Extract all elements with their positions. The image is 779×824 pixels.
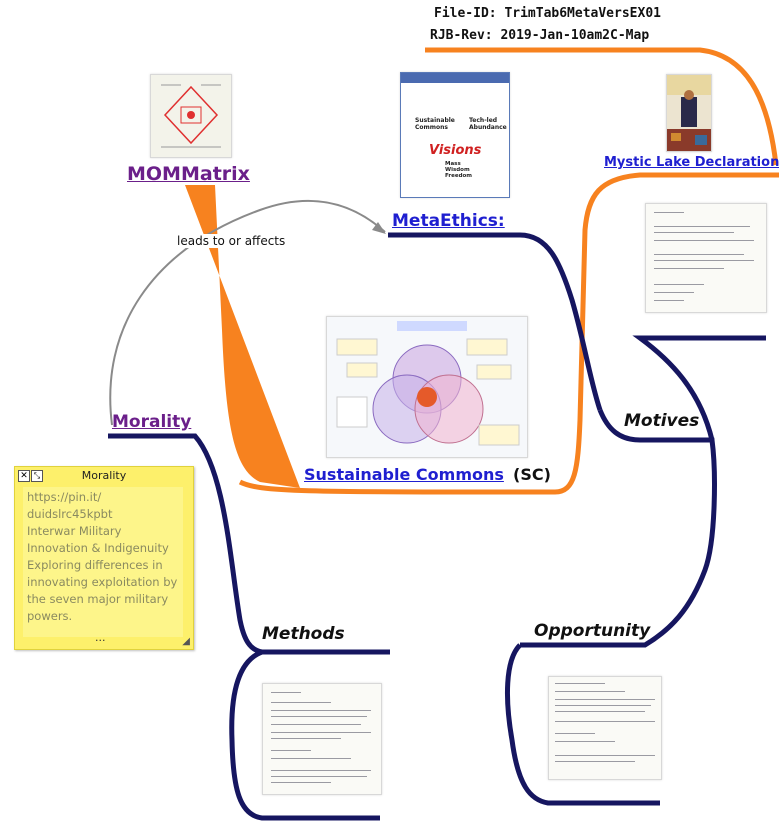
sc-underline-orange xyxy=(238,172,779,495)
note-more-indicator: ... xyxy=(95,631,106,644)
file-id-label: File-ID: TrimTab6MetaVersEX01 xyxy=(434,6,661,21)
metaethics-thumbnail[interactable]: Sustainable Commons Tech-led Abundance V… xyxy=(400,72,510,198)
sc-suffix: (SC) xyxy=(513,465,551,484)
revision-label: RJB-Rev: 2019-Jan-10am2C-Map xyxy=(430,28,650,43)
note-resize-icon[interactable]: ⤡ xyxy=(31,470,43,482)
methods-doc-thumbnail[interactable] xyxy=(262,683,382,795)
topic-metaethics[interactable]: MetaEthics: xyxy=(392,211,505,231)
topic-mystic-lake[interactable]: Mystic Lake Declaration xyxy=(604,155,779,170)
opportunity-doc-thumbnail[interactable] xyxy=(548,676,662,780)
vision-label-c: Mass Wisdom Freedom xyxy=(445,161,473,179)
morality-underline xyxy=(108,433,390,655)
topic-motives[interactable]: Motives xyxy=(624,411,700,431)
topic-sustainable-commons-row: Sustainable Commons (SC) xyxy=(304,465,551,484)
mystic-lake-lower-branch xyxy=(632,335,766,441)
note-body[interactable]: https://pin.it/ duidslrc45kpbt Interwar … xyxy=(23,487,183,637)
note-title: Morality xyxy=(81,469,127,482)
vision-word: Visions xyxy=(429,143,482,158)
sc-venn-diagram-icon xyxy=(336,321,520,446)
mommatrix-to-sc-branch xyxy=(185,185,300,488)
mommatrix-diagram-icon xyxy=(161,84,221,148)
mystic-lake-doc-thumbnail[interactable] xyxy=(645,203,767,313)
sustainable-commons-thumbnail[interactable] xyxy=(326,316,528,458)
metaethics-underline xyxy=(388,232,603,411)
vision-label-a: Sustainable Commons xyxy=(415,117,455,131)
arrow-head xyxy=(372,222,386,234)
note-close-icon[interactable]: ✕ xyxy=(18,470,30,482)
topic-methods[interactable]: Methods xyxy=(262,624,345,644)
note-text: https://pin.it/ duidslrc45kpbt Interwar … xyxy=(27,490,178,623)
morality-sticky-note[interactable]: ✕ ⤡ Morality https://pin.it/ duidslrc45k… xyxy=(14,466,194,650)
motives-branch xyxy=(520,409,717,648)
mystic-lake-thumbnail[interactable] xyxy=(666,74,712,152)
topic-morality[interactable]: Morality xyxy=(112,412,192,432)
header-connector xyxy=(425,47,779,166)
opportunity-branch xyxy=(505,643,660,806)
topic-mommatrix[interactable]: MOMMatrix xyxy=(127,163,250,185)
link-label: leads to or affects xyxy=(175,234,288,248)
leads-to-arrow xyxy=(109,199,386,426)
topic-opportunity[interactable]: Opportunity xyxy=(534,621,651,641)
thumbnail-titlebar xyxy=(401,73,509,83)
mystic-lake-poster-icon xyxy=(667,75,711,151)
mommatrix-thumbnail[interactable] xyxy=(150,74,232,158)
methods-branch xyxy=(229,649,380,821)
note-resize-grip-icon[interactable]: ◢ xyxy=(182,636,190,647)
vision-label-b: Tech-led Abundance xyxy=(469,117,507,131)
topic-sustainable-commons[interactable]: Sustainable Commons xyxy=(304,465,504,484)
